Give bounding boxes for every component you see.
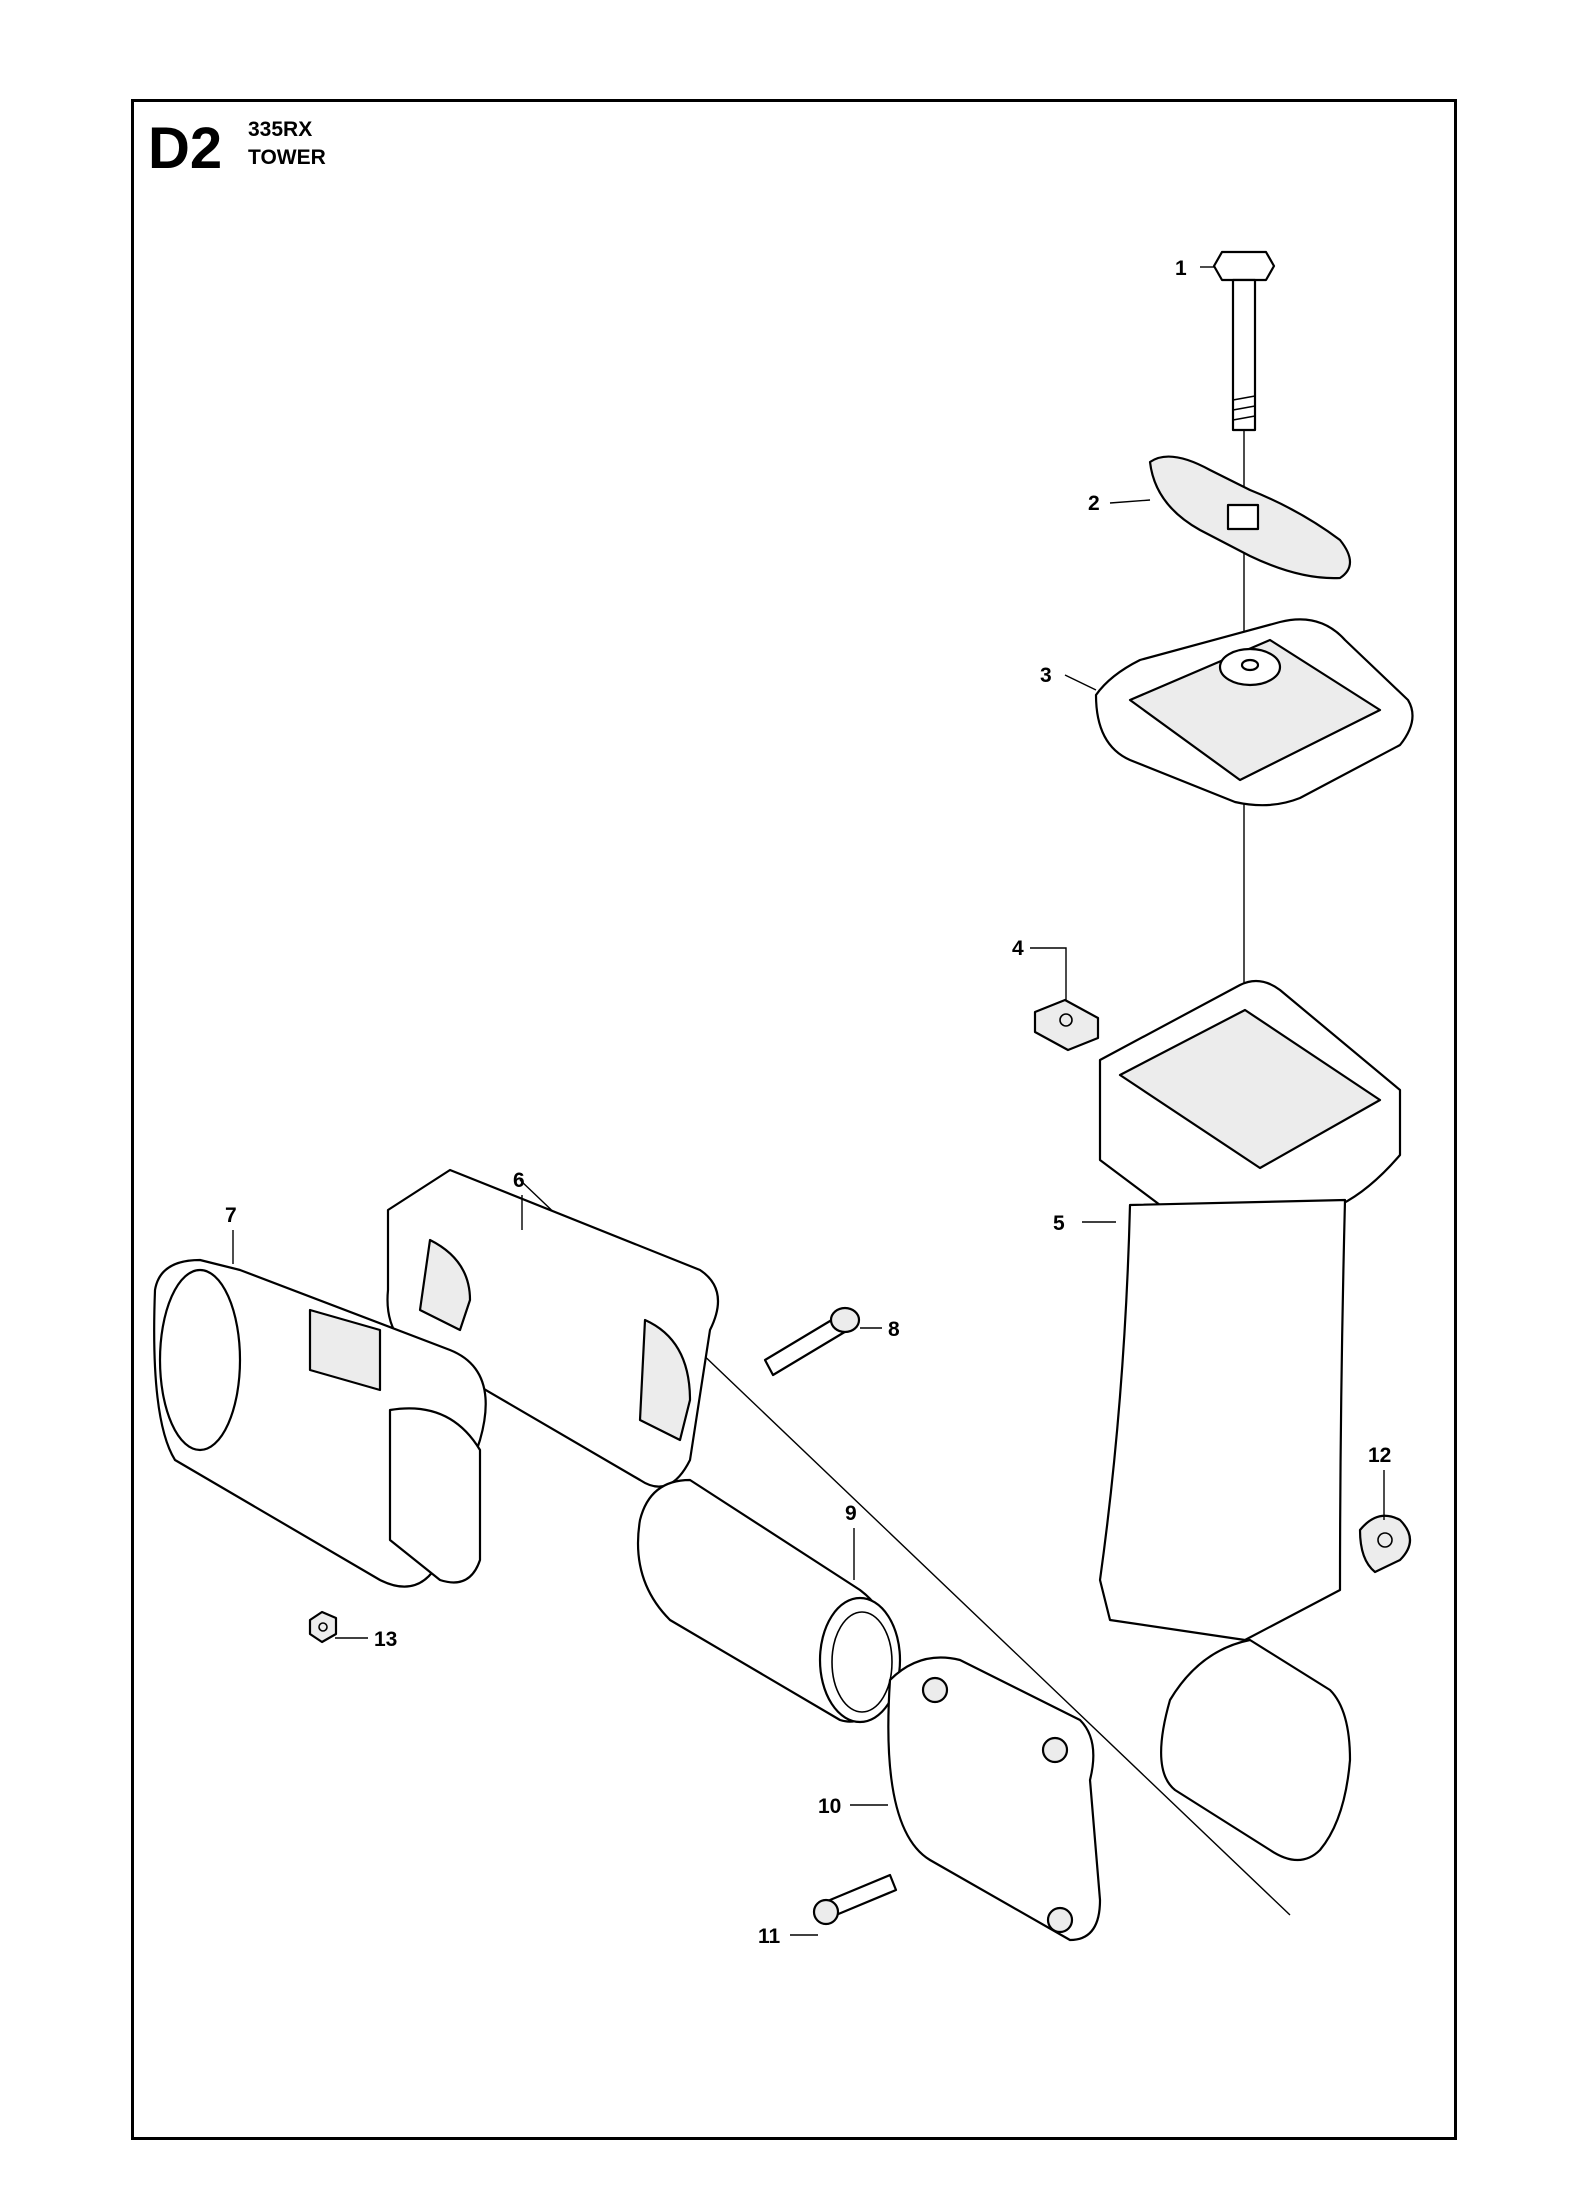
leader-2 — [1109, 499, 1151, 504]
part-4-square-nut[interactable] — [1033, 998, 1100, 1052]
part-12-clip[interactable] — [1358, 1514, 1412, 1574]
part-3-cap[interactable] — [1094, 618, 1414, 807]
callout-13: 13 — [374, 1628, 397, 1651]
callout-3: 3 — [1040, 664, 1052, 687]
part-10-lower-clamp[interactable] — [887, 1656, 1102, 1942]
part-7-handle-clamp[interactable] — [153, 1258, 487, 1588]
section-code: D2 — [148, 116, 223, 181]
part-8-screw[interactable] — [763, 1306, 861, 1377]
diagram-frame — [131, 99, 1457, 2140]
callout-6: 6 — [513, 1169, 525, 1192]
diagram-title: TOWER — [248, 146, 326, 169]
model-number: 335RX — [248, 118, 313, 141]
part-13-nut[interactable] — [308, 1610, 338, 1644]
callout-7: 7 — [225, 1204, 237, 1227]
part-1-bolt[interactable] — [1212, 250, 1276, 432]
callout-12: 12 — [1368, 1444, 1391, 1467]
callout-9: 9 — [845, 1502, 857, 1525]
part-9-sleeve[interactable] — [636, 1478, 902, 1724]
callout-1: 1 — [1175, 257, 1187, 280]
part-5-tower[interactable] — [1098, 979, 1402, 1862]
part-2-wing-knob[interactable] — [1148, 455, 1352, 580]
leader-4 — [1030, 947, 1067, 1000]
callout-4: 4 — [1012, 937, 1024, 960]
callout-8: 8 — [888, 1318, 900, 1341]
leader-3 — [1064, 674, 1097, 691]
callout-5: 5 — [1053, 1212, 1065, 1235]
part-11-bolt[interactable] — [812, 1873, 898, 1926]
callout-2: 2 — [1088, 492, 1100, 515]
callout-10: 10 — [818, 1795, 841, 1818]
callout-11: 11 — [758, 1925, 781, 1948]
